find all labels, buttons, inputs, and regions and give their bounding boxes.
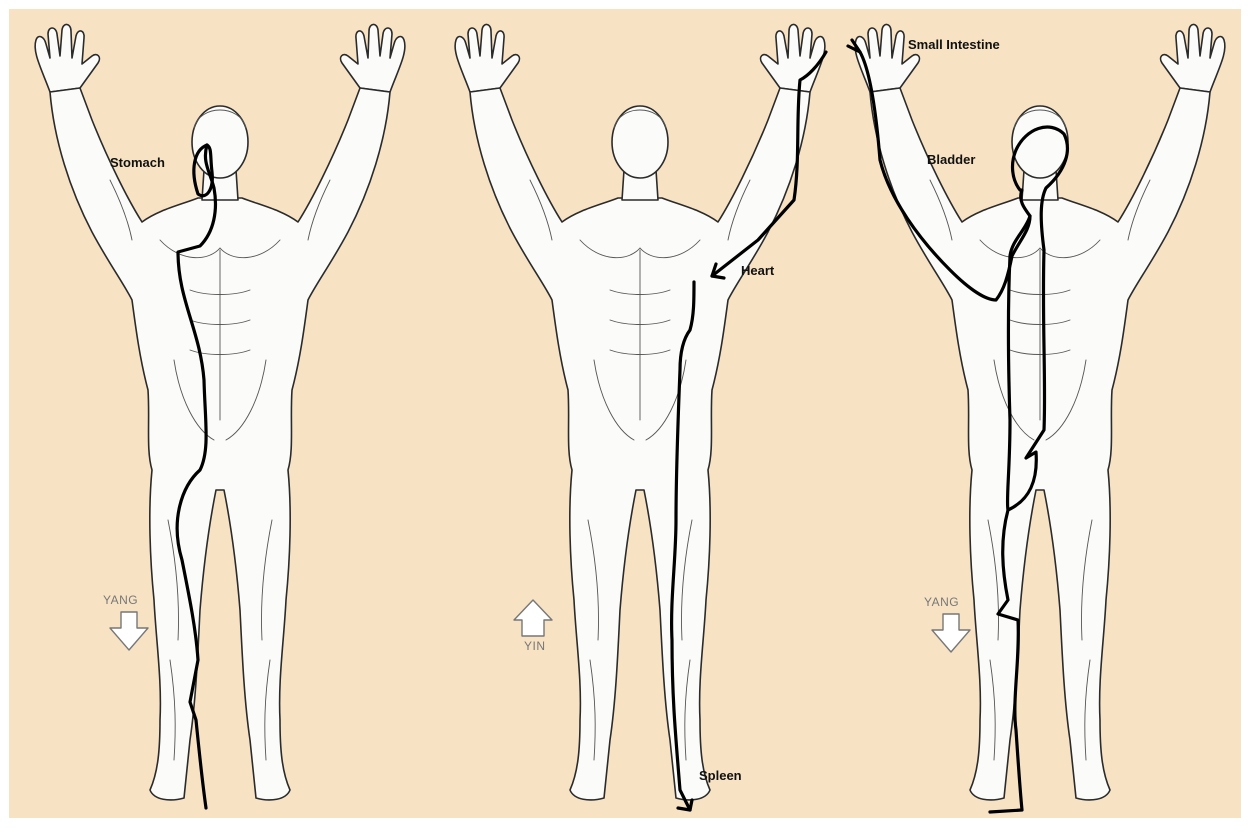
yang-label-right: YANG [924,595,959,609]
meridian-label-bladder: Bladder [927,152,975,167]
meridian-label-spleen: Spleen [699,768,742,783]
yang-label-left: YANG [103,593,138,607]
meridian-label-small-intestine: Small Intestine [908,37,1000,52]
meridian-label-stomach: Stomach [110,155,165,170]
meridian-label-heart: Heart [741,263,775,278]
yin-label: YIN [524,639,546,653]
